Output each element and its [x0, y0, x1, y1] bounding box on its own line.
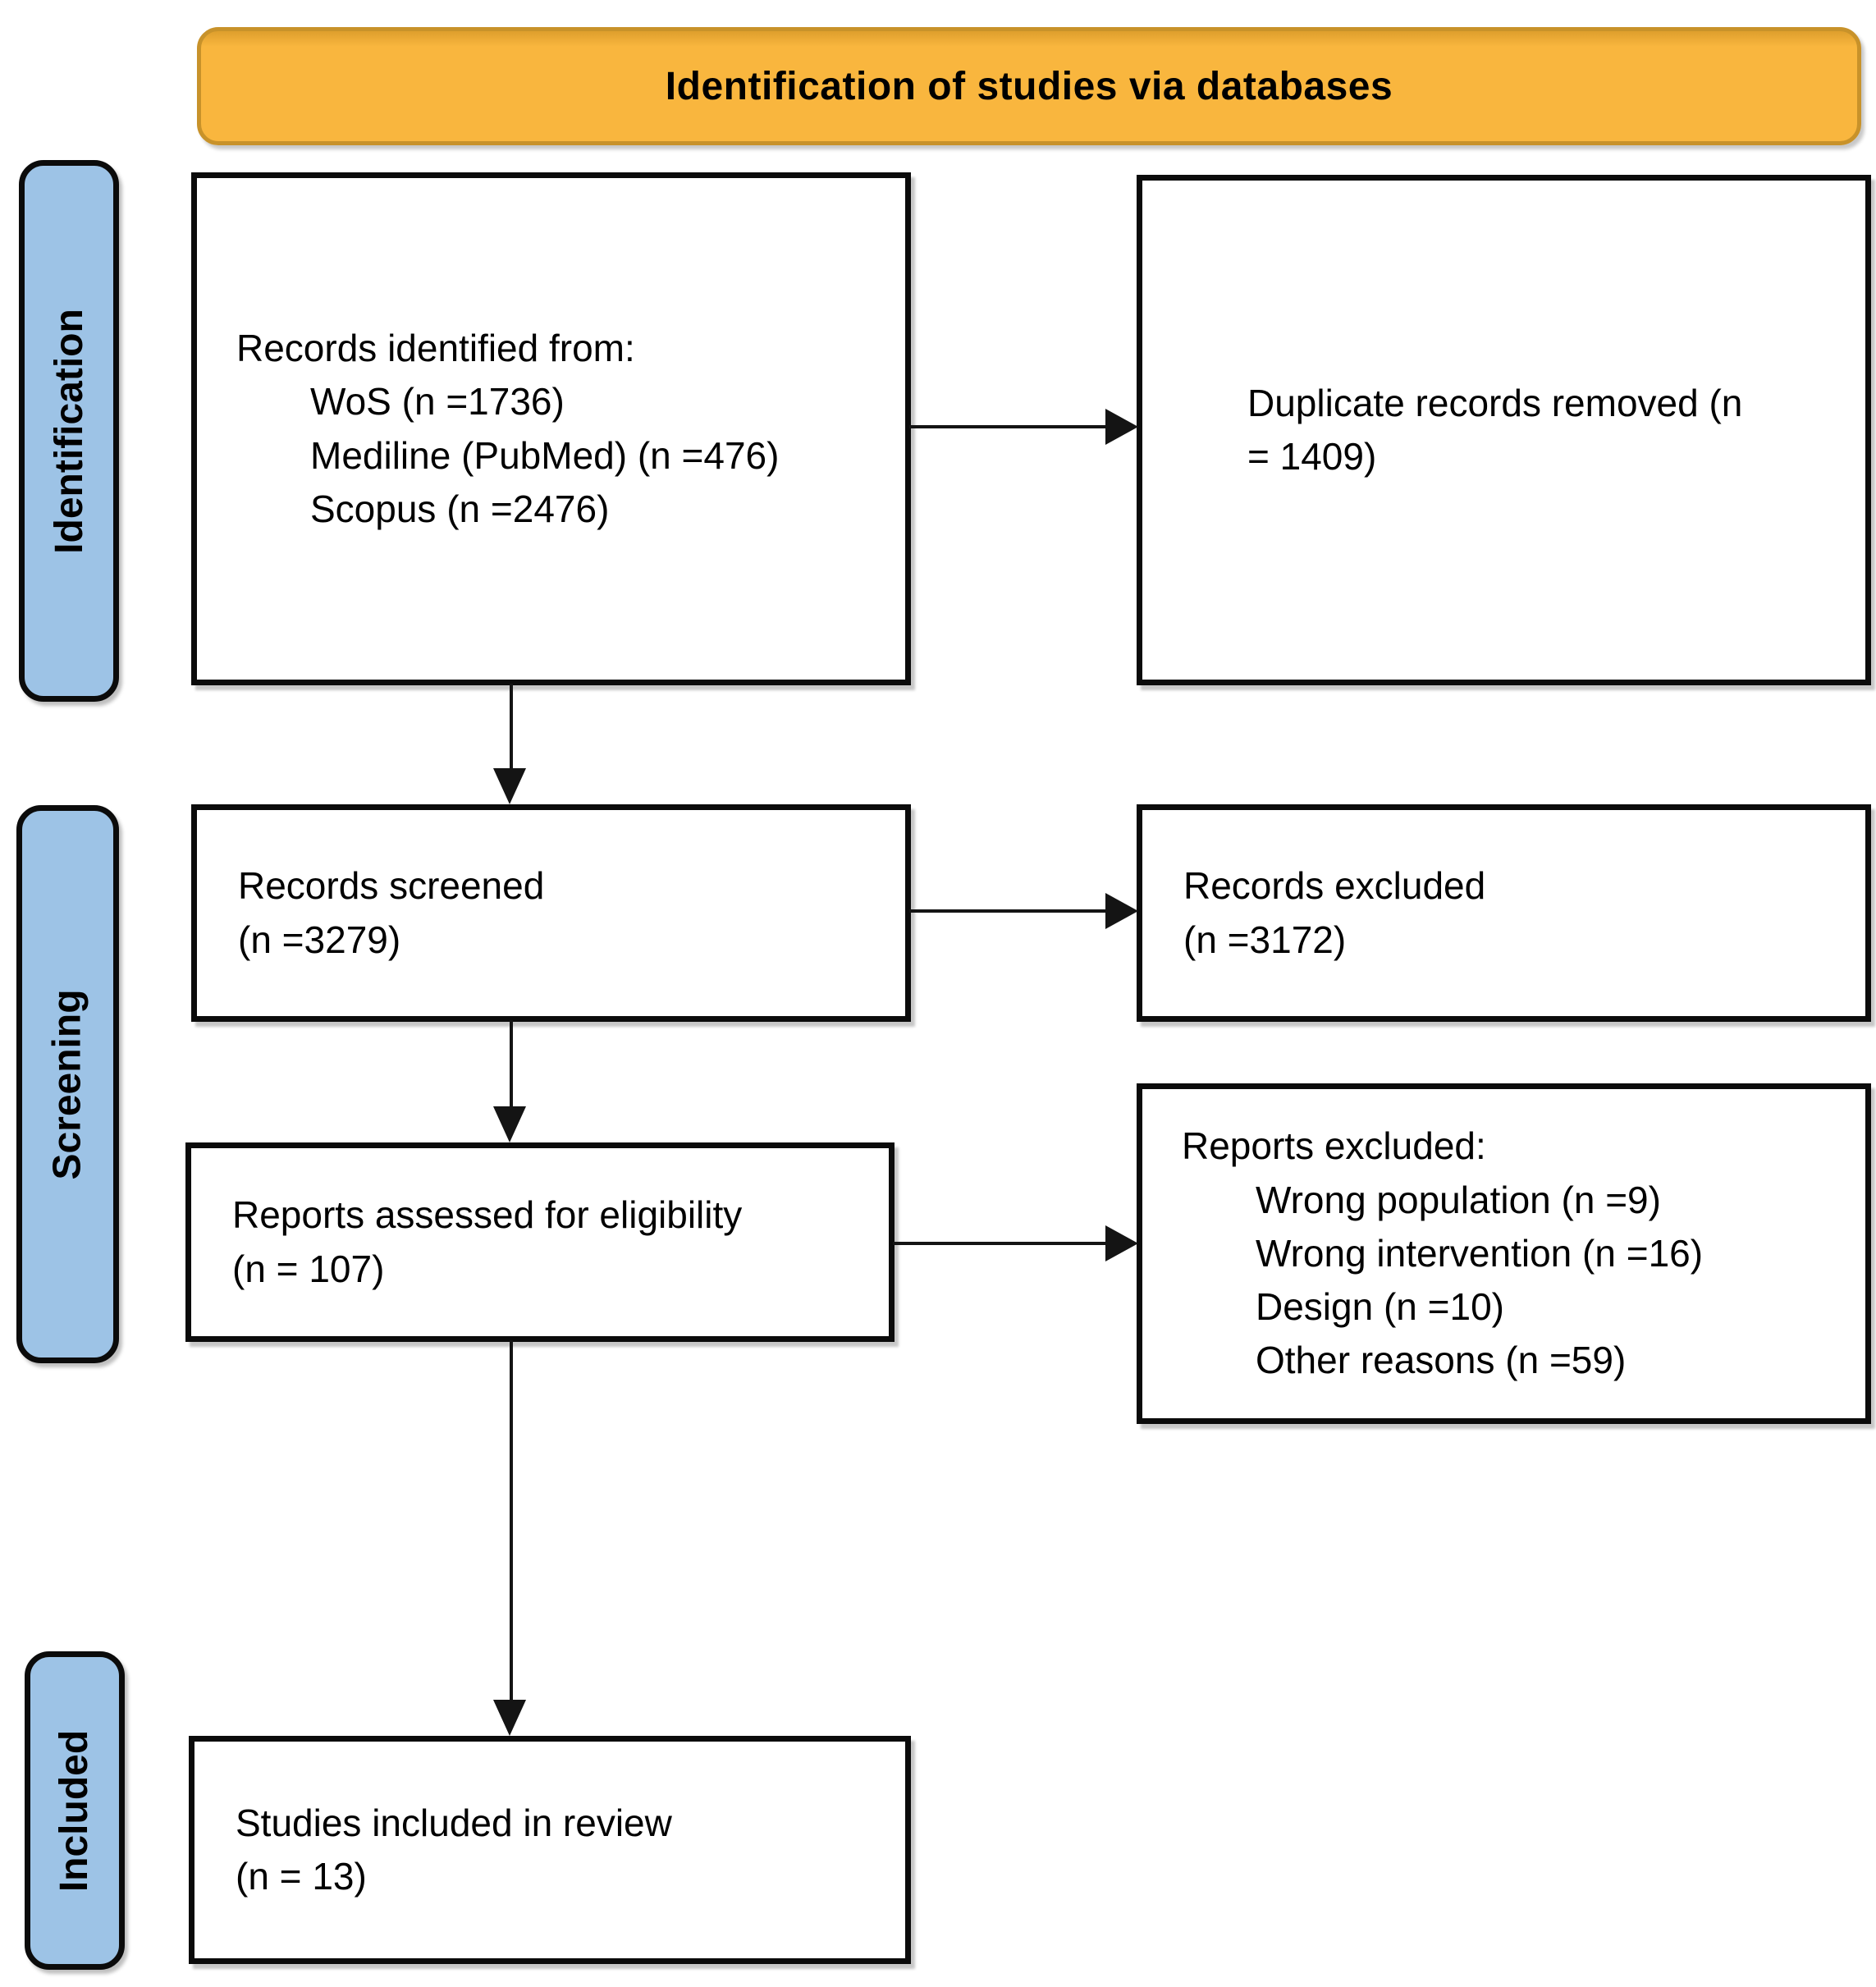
- records-identified-item-wos: WoS (n =1736): [310, 380, 565, 423]
- arrow-identified-to-duplicates-head-icon: [1105, 409, 1138, 445]
- reports-assessed-line-2: (n = 107): [232, 1247, 385, 1290]
- records-screened-line-2: (n =3279): [238, 918, 401, 961]
- stage-label-included: Included: [25, 1651, 125, 1970]
- arrow-identified-to-duplicates-line: [909, 425, 1106, 428]
- banner-title: Identification of studies via databases: [665, 64, 1393, 108]
- box-studies-included: Studies included in review (n = 13): [189, 1736, 911, 1964]
- records-identified-item-scopus: Scopus (n =2476): [310, 487, 610, 530]
- box-records-excluded: Records excluded (n =3172): [1137, 804, 1871, 1022]
- stage-label-included-text: Included: [53, 1729, 97, 1892]
- box-duplicate-records-removed: Duplicate records removed (n = 1409): [1137, 175, 1871, 685]
- arrow-screened-to-assessed-line: [510, 1020, 513, 1108]
- reports-excluded-item-population: Wrong population (n =9): [1256, 1178, 1661, 1221]
- reports-excluded-item-other: Other reasons (n =59): [1256, 1339, 1627, 1382]
- records-excluded-line-1: Records excluded: [1183, 864, 1486, 908]
- box-records-screened: Records screened (n =3279): [191, 804, 911, 1022]
- arrow-identified-to-screened-head-icon: [493, 768, 526, 804]
- duplicates-removed-line-1: Duplicate records removed (n: [1247, 381, 1743, 424]
- stage-label-identification-text: Identification: [47, 308, 91, 554]
- arrow-screened-to-assessed-head-icon: [493, 1106, 526, 1142]
- reports-excluded-title: Reports excluded:: [1182, 1124, 1486, 1168]
- reports-excluded-item-design: Design (n =10): [1256, 1285, 1504, 1329]
- arrow-assessed-to-included-line: [510, 1340, 513, 1701]
- reports-assessed-line-1: Reports assessed for eligibility: [232, 1193, 743, 1237]
- arrow-identified-to-screened-line: [510, 684, 513, 770]
- duplicates-removed-line-2: = 1409): [1247, 435, 1377, 478]
- box-records-identified: Records identified from: WoS (n =1736) M…: [191, 172, 911, 685]
- box-reports-excluded: Reports excluded: Wrong population (n =9…: [1137, 1083, 1871, 1424]
- records-screened-line-1: Records screened: [238, 864, 545, 908]
- box-reports-assessed: Reports assessed for eligibility (n = 10…: [185, 1142, 895, 1342]
- records-excluded-line-2: (n =3172): [1183, 918, 1347, 961]
- stage-label-identification: Identification: [19, 160, 119, 702]
- stage-label-screening-text: Screening: [46, 988, 90, 1180]
- arrow-assessed-to-reports-excluded-head-icon: [1105, 1225, 1138, 1261]
- reports-excluded-item-intervention: Wrong intervention (n =16): [1256, 1231, 1704, 1275]
- arrow-screened-to-excluded-line: [909, 909, 1106, 913]
- arrow-screened-to-excluded-head-icon: [1105, 893, 1138, 929]
- records-identified-item-medline: Mediline (PubMed) (n =476): [310, 433, 780, 477]
- studies-included-line-1: Studies included in review: [236, 1801, 672, 1844]
- stage-label-screening: Screening: [16, 805, 119, 1363]
- arrow-assessed-to-included-head-icon: [493, 1700, 526, 1736]
- banner-identification-via-databases: Identification of studies via databases: [197, 27, 1861, 145]
- records-identified-title: Records identified from:: [236, 326, 635, 369]
- studies-included-line-2: (n = 13): [236, 1855, 367, 1898]
- arrow-assessed-to-reports-excluded-line: [893, 1242, 1106, 1245]
